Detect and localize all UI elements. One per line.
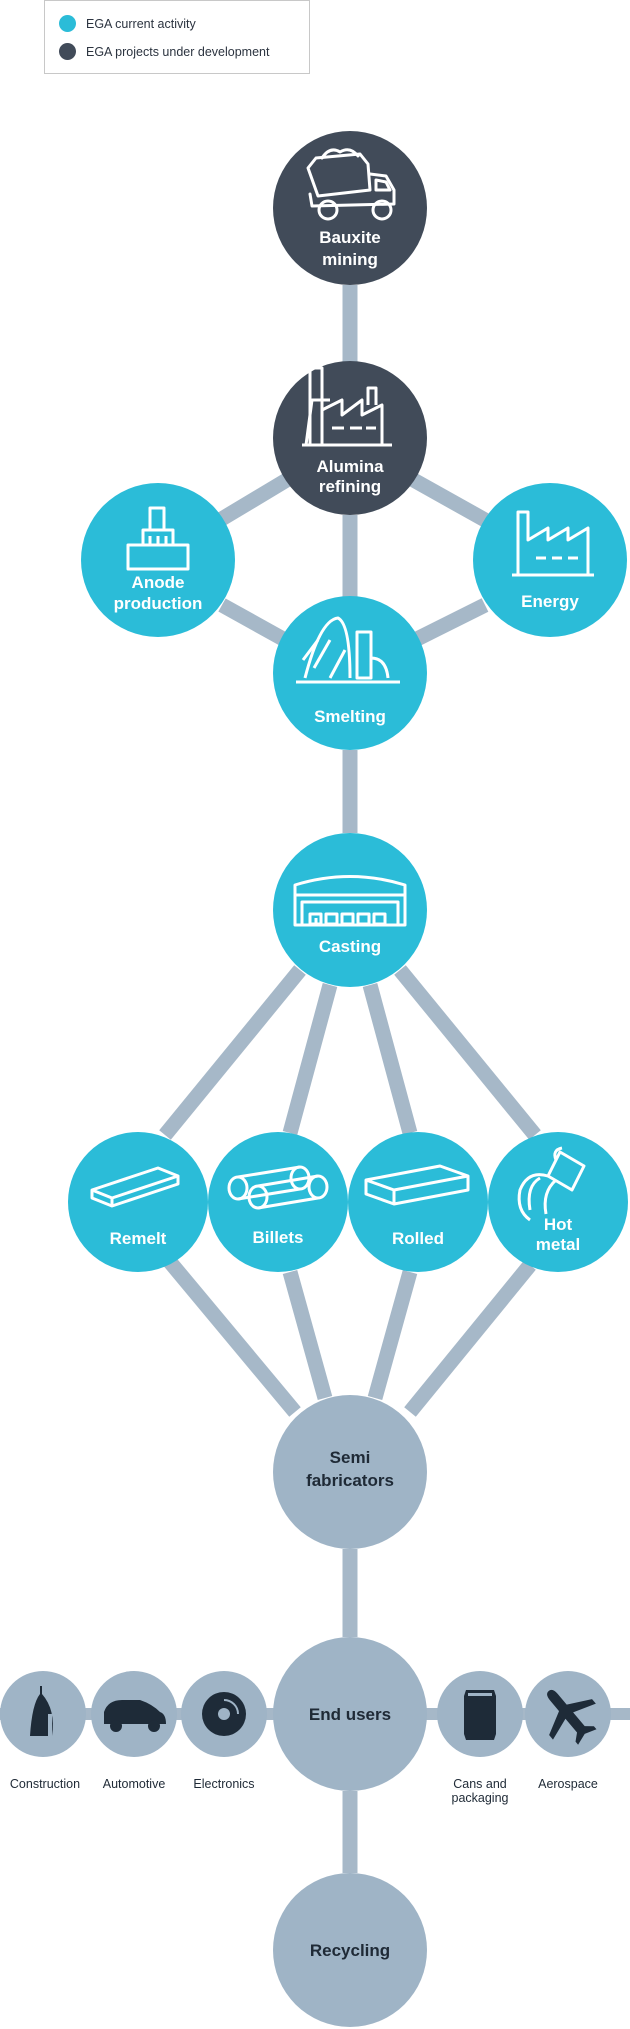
endusers-label: End users (309, 1705, 391, 1724)
sector-aerospace: Aerospace (525, 1671, 611, 1791)
rolled-label: Rolled (392, 1229, 444, 1248)
connector-billets-semi (282, 1269, 333, 1401)
electronics-label: Electronics (193, 1777, 254, 1791)
semi-label-line1: Semi (330, 1448, 371, 1467)
casthouse-icon (293, 875, 407, 927)
skyscraper-icon (30, 1686, 53, 1736)
connector-hotmetal-semi (404, 1260, 536, 1417)
connector-casting-hotmetal (394, 965, 541, 1140)
semi-circle (273, 1395, 427, 1549)
sector-construction: Construction (0, 1671, 86, 1791)
bauxite-circle (273, 131, 427, 285)
disc-icon (202, 1692, 246, 1736)
node-hot-metal: Hot metal (488, 1132, 628, 1272)
node-end-users: End users (273, 1637, 427, 1791)
energy-circle (473, 483, 627, 637)
node-rolled: Rolled (348, 1132, 488, 1272)
anode-circle (81, 483, 235, 637)
node-bauxite-mining: Bauxite mining (273, 131, 427, 285)
node-alumina-refining: Alumina refining (273, 361, 427, 515)
node-anode-production: Anode production (81, 483, 235, 637)
dump-truck-icon (306, 148, 396, 221)
can-icon (464, 1690, 496, 1740)
connector-casting-billets (282, 983, 338, 1135)
node-remelt: Remelt (68, 1132, 208, 1272)
connector-alumina-anode (216, 471, 294, 527)
remelt-ingot-icon (90, 1166, 180, 1208)
recycling-label: Recycling (310, 1941, 390, 1960)
legend-dot-current (59, 15, 76, 32)
refinery-icon (302, 366, 392, 447)
sector-automotive: Automotive (91, 1671, 177, 1791)
cans-label-line1: Cans and (453, 1777, 507, 1791)
hotmetal-label-line1: Hot (544, 1215, 573, 1234)
rolled-circle (348, 1132, 488, 1272)
legend-item-current: EGA current activity (59, 15, 196, 32)
power-plant-icon (512, 510, 594, 577)
connector-casting-remelt (159, 965, 306, 1140)
sector-electronics: Electronics (181, 1671, 267, 1791)
casting-circle (273, 833, 427, 987)
legend-dot-development (59, 43, 76, 60)
anode-plant-icon (126, 506, 190, 571)
node-energy: Energy (473, 483, 627, 637)
bauxite-label-line2: mining (322, 250, 378, 269)
construction-label: Construction (10, 1777, 80, 1791)
semi-label-line2: fabricators (306, 1471, 394, 1490)
rolled-slab-icon (364, 1164, 470, 1206)
legend-label-current: EGA current activity (86, 16, 196, 31)
sector-cans-packaging: Cans and packaging (437, 1671, 523, 1805)
casting-label: Casting (319, 937, 381, 956)
aerospace-label: Aerospace (538, 1777, 598, 1791)
automotive-label: Automotive (103, 1777, 166, 1791)
endusers-circle (273, 1637, 427, 1791)
remelt-circle (68, 1132, 208, 1272)
alumina-label-line1: Alumina (316, 457, 384, 476)
node-smelting: Smelting (273, 596, 427, 750)
cans-label-line2: packaging (452, 1791, 509, 1805)
connector-casting-rolled (362, 983, 418, 1135)
recycling-circle (273, 1873, 427, 2027)
smelter-icon (296, 616, 400, 684)
connector-rolled-semi (367, 1269, 418, 1401)
legend-item-development: EGA projects under development (59, 43, 269, 60)
legend: EGA current activity EGA projects under … (44, 0, 310, 74)
node-semi-fabricators: Semi fabricators (273, 1395, 427, 1549)
remelt-label: Remelt (110, 1229, 167, 1248)
connector-anode-smelting (218, 598, 289, 647)
car-icon (104, 1700, 166, 1732)
connector-alumina-energy (406, 471, 489, 527)
hotmetal-label-line2: metal (536, 1235, 580, 1254)
legend-label-development: EGA projects under development (86, 44, 270, 59)
node-recycling: Recycling (273, 1873, 427, 2027)
smelting-label: Smelting (314, 707, 386, 726)
anode-label-line2: production (114, 594, 203, 613)
airplane-icon (547, 1689, 597, 1745)
energy-label: Energy (521, 592, 579, 611)
bauxite-label-line1: Bauxite (319, 228, 380, 247)
ladle-pour-icon (517, 1146, 586, 1222)
billets-circle (208, 1132, 348, 1272)
billets-label: Billets (252, 1228, 303, 1247)
alumina-label-line2: refining (319, 477, 381, 496)
connector-remelt-semi (164, 1257, 301, 1417)
anode-label-line1: Anode (132, 573, 185, 592)
billets-icon (227, 1165, 329, 1210)
hotmetal-circle (488, 1132, 628, 1272)
node-billets: Billets (208, 1132, 348, 1272)
node-casting: Casting (273, 833, 427, 987)
connector-energy-smelting (411, 598, 489, 647)
